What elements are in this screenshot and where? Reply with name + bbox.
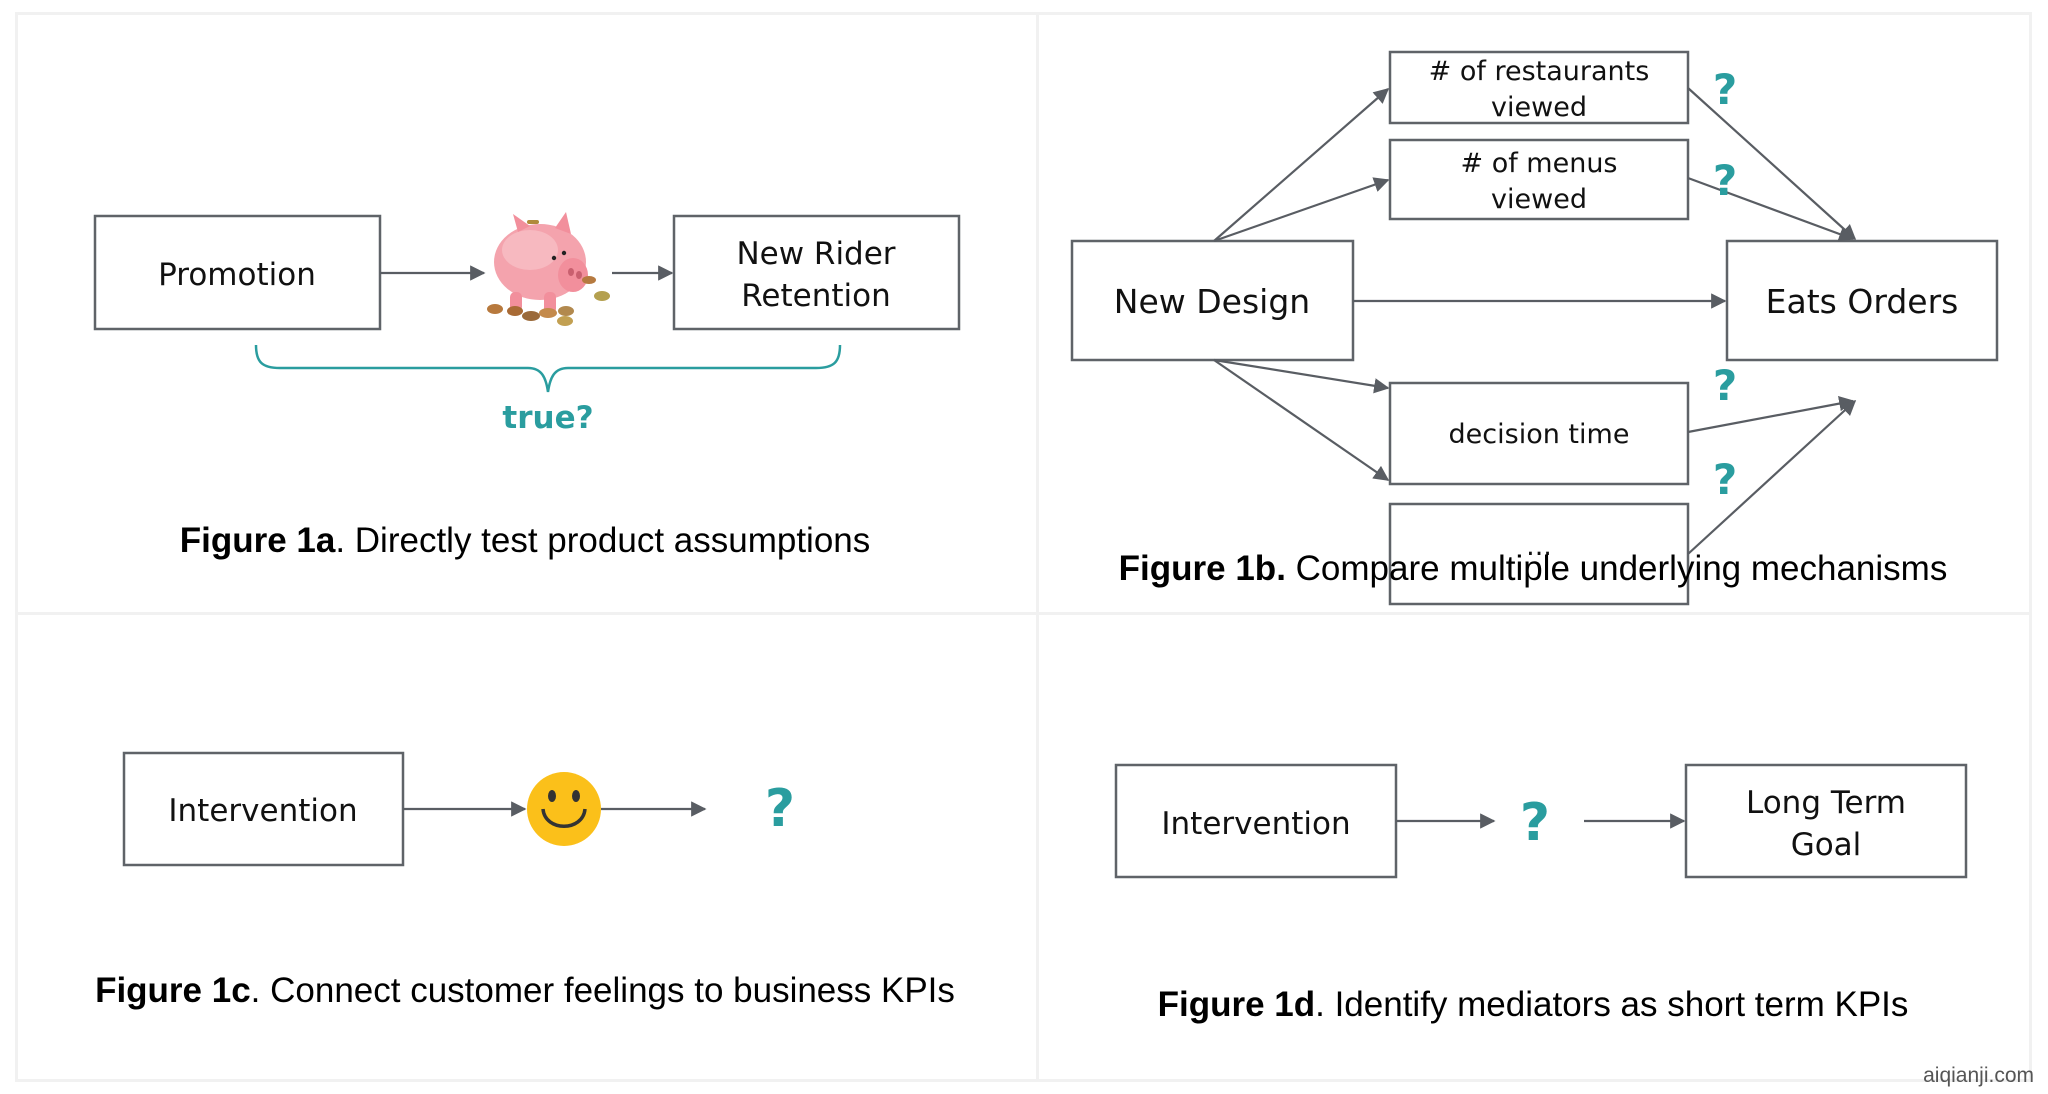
eats-orders-label: Eats Orders [1766, 282, 1959, 321]
caption-1c: Figure 1c. Connect customer feelings to … [95, 971, 955, 1010]
question-mark-menus: ? [1713, 156, 1737, 205]
node-new-design: New Design [1070, 239, 1355, 362]
retention-label-line2: Retention [741, 278, 890, 314]
decision-time-label: decision time [1449, 419, 1630, 450]
question-mark-1c: ? [765, 779, 795, 839]
restaurants-viewed-box [1388, 50, 1690, 125]
watermark: aiqianji.com [1923, 1064, 2034, 1087]
menus-viewed-line1: # of menus [1460, 148, 1617, 179]
caption-1d-bold: Figure 1d [1158, 985, 1316, 1024]
caption-1b-bold: Figure 1b. [1119, 549, 1286, 588]
node-ellipsis: ... [1388, 502, 1690, 606]
decision-time-box [1388, 381, 1690, 486]
vertical-divider [1036, 12, 1039, 1082]
retention-label-line1: New Rider [736, 236, 895, 272]
question-mark-ellipsis: ? [1713, 455, 1737, 504]
figure-1b: New Design Eats Orders # of restaurants … [1070, 50, 1999, 606]
new-design-box [1070, 239, 1355, 362]
figure-1d: Intervention ? Long Term Goal Figure 1d.… [1114, 763, 1968, 1024]
caption-1d-text: . Identify mediators as short term KPIs [1315, 985, 1908, 1024]
smiley-face-icon [527, 772, 601, 846]
restaurants-viewed-line2: viewed [1491, 92, 1587, 123]
intervention-label-1c: Intervention [168, 793, 357, 829]
edge-decision-time-to-orders [1687, 395, 1855, 434]
caption-1d: Figure 1d. Identify mediators as short t… [1158, 985, 1909, 1024]
new-design-label: New Design [1114, 282, 1310, 321]
node-promotion: Promotion [93, 214, 382, 331]
figure-1c: Intervention ? Figure 1c. Connect custom… [95, 751, 955, 1010]
node-menus-viewed: # of menus viewed [1388, 138, 1690, 221]
node-intervention-1c: Intervention [122, 751, 405, 867]
caption-1c-text: . Connect customer feelings to business … [251, 971, 955, 1010]
long-term-goal-box [1684, 763, 1968, 879]
long-term-goal-line1: Long Term [1746, 785, 1906, 821]
eats-orders-box [1725, 239, 1999, 362]
edge-ellipsis-to-orders [1687, 399, 1857, 555]
caption-1b-text: Compare multiple underlying mechanisms [1286, 549, 1947, 588]
ellipsis-box [1388, 502, 1690, 606]
ellipsis-label: ... [1526, 531, 1552, 562]
question-mark-restaurants: ? [1713, 65, 1737, 114]
edge-design-to-menus [1213, 177, 1390, 243]
node-long-term-goal: Long Term Goal [1684, 763, 1968, 879]
edge-restaurants-to-orders [1687, 87, 1857, 241]
menus-viewed-line2: viewed [1491, 184, 1587, 215]
node-new-rider-retention: New Rider Retention [672, 214, 961, 331]
brace [254, 344, 842, 393]
intervention-box-1d [1114, 763, 1398, 879]
question-mark-decision-time: ? [1713, 361, 1737, 410]
promotion-box [93, 214, 382, 331]
caption-1a: Figure 1a. Directly test product assumpt… [180, 521, 871, 560]
caption-1a-text: . Directly test product assumptions [335, 521, 870, 560]
promotion-label: Promotion [158, 257, 316, 293]
node-intervention-1d: Intervention [1114, 763, 1398, 879]
node-restaurants-viewed: # of restaurants viewed [1388, 50, 1690, 125]
node-decision-time: decision time [1388, 381, 1690, 486]
edge-design-to-decision-time [1213, 358, 1390, 394]
outer-frame [15, 12, 2032, 1082]
edge-menus-to-orders [1687, 176, 1855, 242]
edge-design-to-restaurants [1213, 87, 1390, 242]
node-eats-orders: Eats Orders [1725, 239, 1999, 362]
piggy-bank-icon [487, 212, 610, 326]
caption-1b: Figure 1b. Compare multiple underlying m… [1119, 549, 1948, 588]
caption-1a-bold: Figure 1a [180, 521, 336, 560]
restaurants-viewed-line1: # of restaurants [1429, 56, 1650, 87]
edge-design-to-ellipsis [1213, 359, 1390, 481]
retention-box [672, 214, 961, 331]
figure-1a: Promotion New [93, 212, 961, 560]
menus-viewed-box [1388, 138, 1690, 221]
question-mark-1d: ? [1520, 793, 1550, 853]
brace-label: true? [502, 400, 593, 436]
intervention-box-1c [122, 751, 405, 867]
long-term-goal-line2: Goal [1791, 827, 1862, 863]
intervention-label-1d: Intervention [1161, 806, 1350, 842]
horizontal-divider [15, 612, 2032, 615]
caption-1c-bold: Figure 1c [95, 971, 251, 1010]
